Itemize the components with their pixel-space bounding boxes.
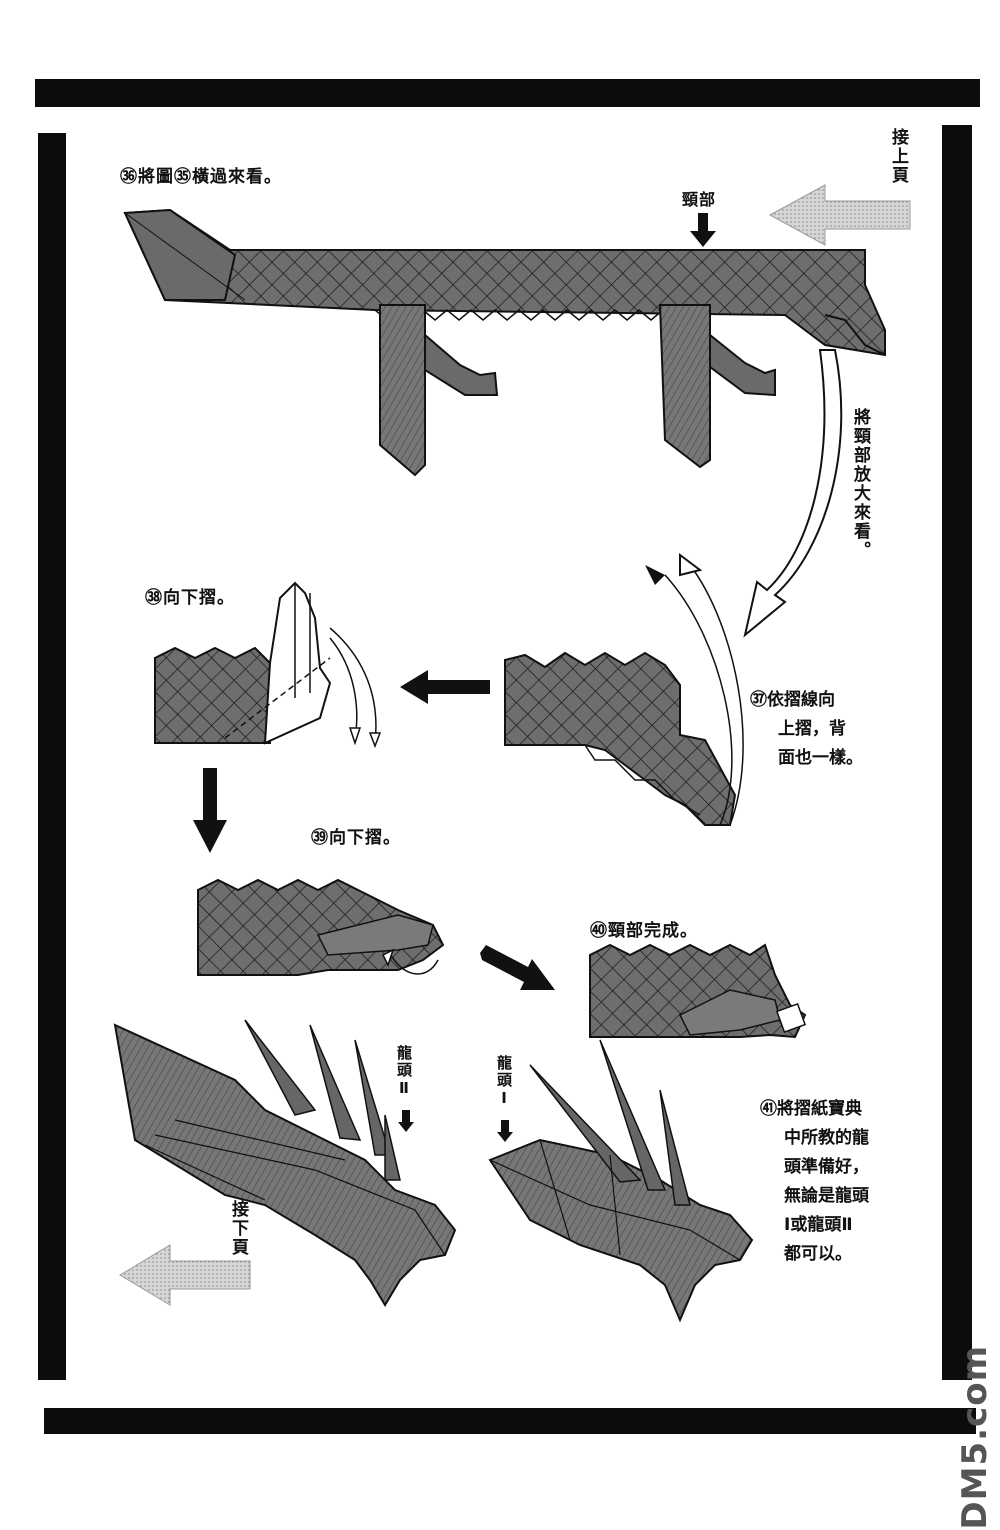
bottom-border-bar [44, 1408, 976, 1434]
step-39-to-40-arrow-icon [480, 945, 555, 990]
step-37-line-1: ㊲依摺線向 [750, 690, 835, 710]
step-41-line-3: 頭準備好， [784, 1157, 869, 1177]
step-37-figure [504, 553, 744, 826]
step-41-line-4: 無論是龍頭 [784, 1186, 869, 1206]
watermark-text: DM5.com [955, 1345, 995, 1530]
step-38-to-39-arrow-icon [193, 768, 227, 853]
step-41-line-5: Ⅰ或龍頭Ⅱ [784, 1215, 853, 1235]
step-38-caption: ㊳向下摺。 [145, 588, 235, 608]
watermark: DM5.com [955, 1345, 995, 1530]
dragon-head-1-figure [488, 1039, 754, 1323]
step-37-caption: ㊲依摺線向 上摺，背 面也一樣。 [750, 686, 863, 773]
step-40-figure [589, 943, 807, 1039]
step-37-to-38-arrow-icon [400, 670, 490, 704]
step-41-line-1: ㊶將摺紙寶典 [760, 1099, 862, 1119]
zoom-curved-arrow-icon [743, 349, 843, 638]
neck-label: 頸部 [682, 190, 717, 209]
zoom-label: 將頸部放大來看。 [850, 408, 870, 560]
step-39-figure [197, 878, 445, 976]
prev-page-label: 接上頁 [888, 128, 908, 185]
top-border-bar [35, 79, 980, 107]
head-1-label: 龍頭Ⅰ [495, 1055, 513, 1109]
next-page-label: 接下頁 [228, 1200, 248, 1257]
head-2-pointer-icon [398, 1110, 414, 1132]
step-41-line-2: 中所教的龍 [784, 1128, 869, 1148]
step-41-caption: ㊶將摺紙寶典 中所教的龍 頭準備好， 無論是龍頭 Ⅰ或龍頭Ⅱ 都可以。 [760, 1095, 869, 1269]
head-1-pointer-icon [497, 1120, 513, 1142]
dragon-body-figure [123, 208, 886, 477]
next-page-arrow-icon [119, 1244, 251, 1306]
prev-page-arrow-icon [768, 184, 911, 246]
head-2-label: 龍頭Ⅱ [395, 1045, 413, 1099]
step-38-figure [154, 581, 382, 749]
step-41-line-6: 都可以。 [784, 1244, 852, 1264]
step-40-caption: ㊵頸部完成。 [590, 921, 698, 941]
right-border-bar [942, 125, 972, 1380]
dragon-head-2-figure [113, 1019, 457, 1307]
step-36-caption: ㊱將圖㉟橫過來看。 [120, 167, 282, 187]
step-37-line-3: 面也一樣。 [778, 748, 863, 768]
neck-pointer-arrow-icon [690, 213, 716, 247]
step-37-line-2: 上摺，背 [778, 719, 846, 739]
step-39-caption: ㊴向下摺。 [311, 828, 401, 848]
left-border-bar [38, 133, 66, 1380]
